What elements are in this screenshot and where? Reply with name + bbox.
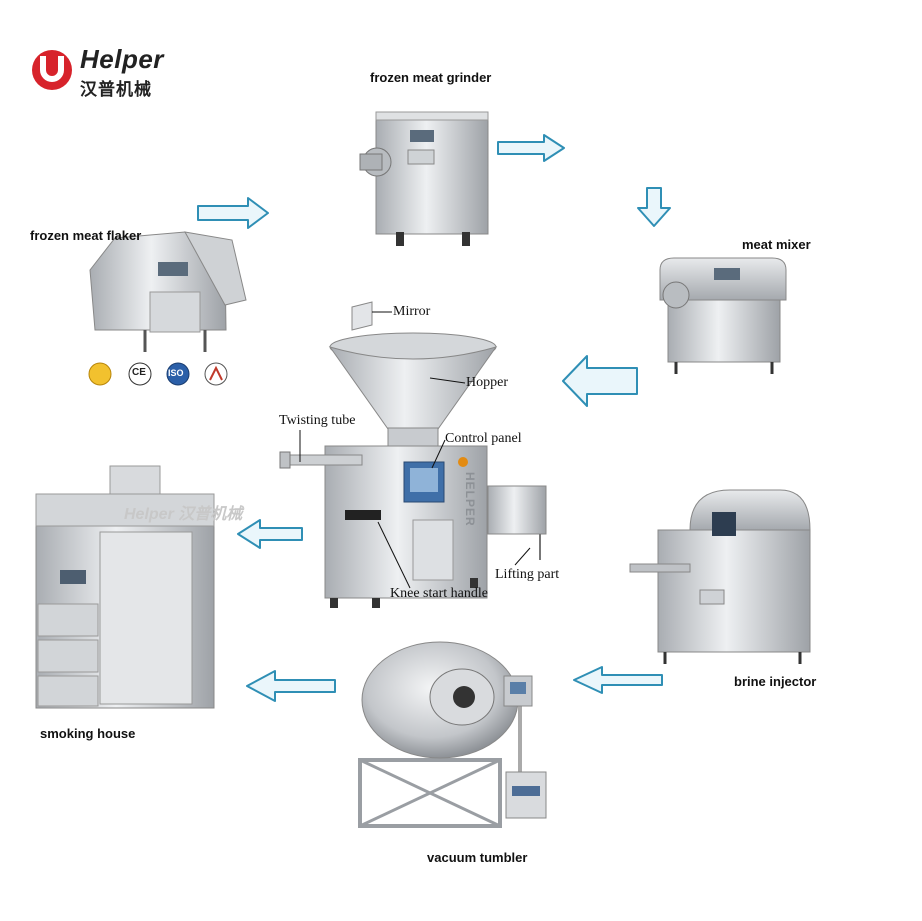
iso-mark-text: ISO xyxy=(168,368,184,378)
flow-arrow-left xyxy=(562,355,638,407)
vacuum-filler-machine xyxy=(279,301,547,608)
mirror-part xyxy=(351,301,373,331)
helper-logo-icon xyxy=(32,50,72,90)
brine-injector-machine xyxy=(629,489,811,664)
quality-badge-icon xyxy=(88,362,112,386)
flow-arrow-left xyxy=(573,666,663,694)
smoker-brand-plate: Helper 汉普机械 xyxy=(124,506,243,523)
callout-control-panel: Control panel xyxy=(445,431,522,446)
label-frozen-meat-grinder: frozen meat grinder xyxy=(370,70,492,85)
label-brine-injector: brine injector xyxy=(734,674,817,689)
brand-name-cn: 汉普机械 xyxy=(80,80,152,100)
callout-hopper: Hopper xyxy=(466,375,508,390)
ce-mark-text: CE xyxy=(132,367,146,378)
hopper-part xyxy=(328,346,498,430)
meat-mixer-machine xyxy=(659,257,787,374)
callout-lifting-part: Lifting part xyxy=(495,567,560,582)
filler-brand-mark: HELPER xyxy=(463,472,477,527)
label-vacuum-tumbler: vacuum tumbler xyxy=(427,850,528,865)
callout-mirror: Mirror xyxy=(393,304,431,319)
callout-knee-start-handle: Knee start handle xyxy=(390,586,488,601)
label-smoking-house: smoking house xyxy=(40,726,136,741)
flow-arrow-left xyxy=(246,670,336,702)
flow-arrow-left xyxy=(237,519,303,549)
flow-arrow-right xyxy=(197,197,269,229)
brand-name-en: Helper xyxy=(80,44,164,74)
meat-flaker-machine xyxy=(89,231,247,352)
ce-mark-icon xyxy=(128,362,152,386)
vacuum-tumbler-machine xyxy=(358,641,547,828)
meat-grinder-machine xyxy=(359,111,489,246)
smoking-house-machine xyxy=(35,465,215,709)
label-frozen-meat-flaker: frozen meat flaker xyxy=(30,228,142,243)
label-meat-mixer: meat mixer xyxy=(742,237,811,252)
iso-badge-icon xyxy=(166,362,190,386)
callout-twisting-tube: Twisting tube xyxy=(279,413,356,428)
flow-arrow-down xyxy=(637,187,671,227)
flow-arrow-right xyxy=(497,134,565,162)
